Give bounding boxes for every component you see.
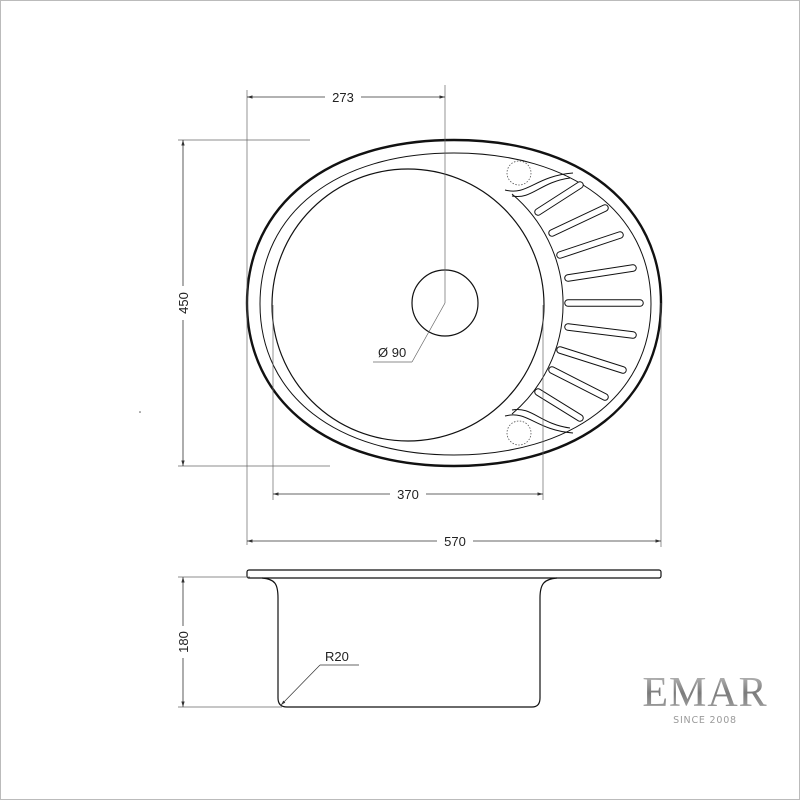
bowl-outline [271,168,545,442]
side-view [246,569,662,708]
dim-depth-label: 450 [176,292,191,314]
drainboard-curve-bottom-inner [511,408,571,429]
top-view [245,138,663,468]
emar-logo: EMAR SINCE 2008 [642,670,767,726]
drainboard-slot [556,346,627,374]
logo-name: EMAR [642,670,767,716]
drainboard-slot [534,181,584,216]
drainboard-slot [534,388,584,422]
drainboard-slot [556,231,624,259]
dim-offset-label: 273 [332,90,354,105]
drainboard-slots [534,181,644,422]
drainboard-slot [564,323,637,339]
radius-label: R20 [325,649,349,664]
dim-bowl-diameter-label: 370 [397,487,419,502]
dimension-lines [178,85,662,547]
overflow-hole-top [506,160,532,186]
drainboard-curve-bottom [504,414,574,434]
drainboard-slot [548,366,609,401]
dim-width-label: 570 [444,534,466,549]
sink-inner-rim [259,152,652,456]
sink-outer-outline [245,138,663,468]
logo-tagline: SINCE 2008 [673,715,737,726]
drainboard-slot [548,204,609,237]
bowl-rim-arc [511,193,564,415]
drainboard-curve-top-inner [511,177,571,198]
dim-height-label: 180 [176,631,191,653]
drainboard-slot [564,264,637,282]
bowl-profile [261,577,558,708]
drainboard-curve-top [504,172,574,192]
overflow-hole-bottom [506,420,532,446]
sink-rim-profile [246,569,662,579]
drain-diameter-label: Ø 90 [378,345,406,360]
stray-dot [139,411,141,413]
